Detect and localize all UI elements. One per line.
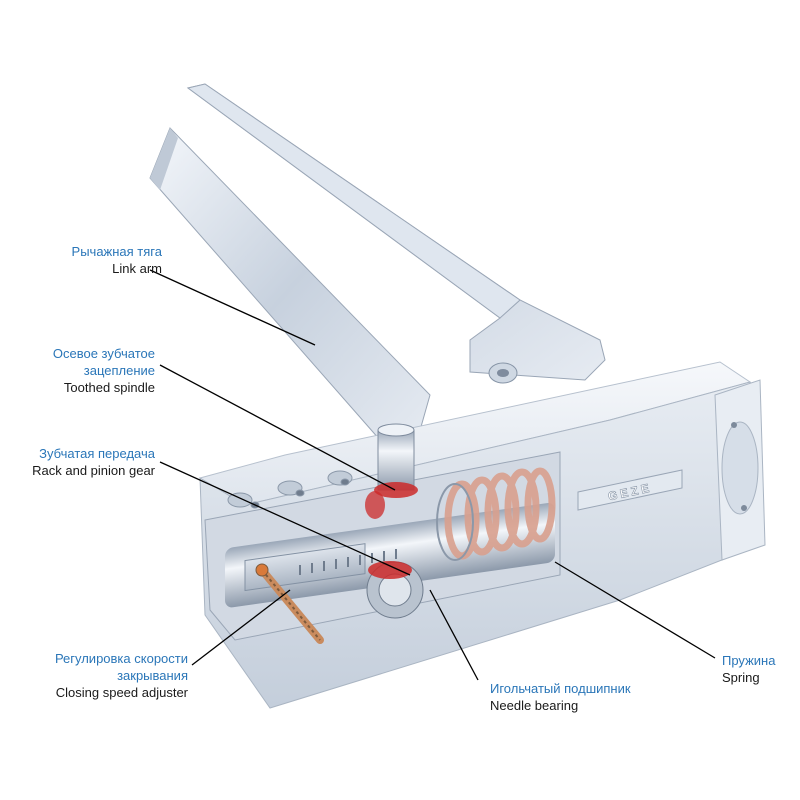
label-link-arm: Рычажная тяга Link arm (20, 243, 162, 277)
label-link-arm-ru: Рычажная тяга (20, 243, 162, 260)
label-toothed-spindle-ru-1: Осевое зубчатое (10, 345, 155, 362)
label-speed-adjuster-ru-2: закрывания (5, 667, 188, 684)
label-toothed-spindle-ru-2: зацепление (10, 362, 155, 379)
label-speed-adjuster: Регулировка скорости закрывания Closing … (5, 650, 188, 701)
label-toothed-spindle: Осевое зубчатое зацепление Toothed spind… (10, 345, 155, 396)
label-rack-pinion: Зубчатая передача Rack and pinion gear (5, 445, 155, 479)
toothed-spindle (374, 424, 418, 498)
label-rack-pinion-en: Rack and pinion gear (5, 462, 155, 479)
label-needle-bearing-en: Needle bearing (490, 697, 670, 714)
label-rack-pinion-ru: Зубчатая передача (5, 445, 155, 462)
link-arm-lower (150, 128, 430, 448)
label-speed-adjuster-en: Closing speed adjuster (5, 684, 188, 701)
label-spring: Пружина Spring (722, 652, 792, 686)
label-toothed-spindle-en: Toothed spindle (10, 379, 155, 396)
label-needle-bearing-ru: Игольчатый подшипник (490, 680, 670, 697)
label-spring-en: Spring (722, 669, 792, 686)
label-link-arm-en: Link arm (20, 260, 162, 277)
label-needle-bearing: Игольчатый подшипник Needle bearing (490, 680, 670, 714)
label-spring-ru: Пружина (722, 652, 792, 669)
label-speed-adjuster-ru-1: Регулировка скорости (5, 650, 188, 667)
